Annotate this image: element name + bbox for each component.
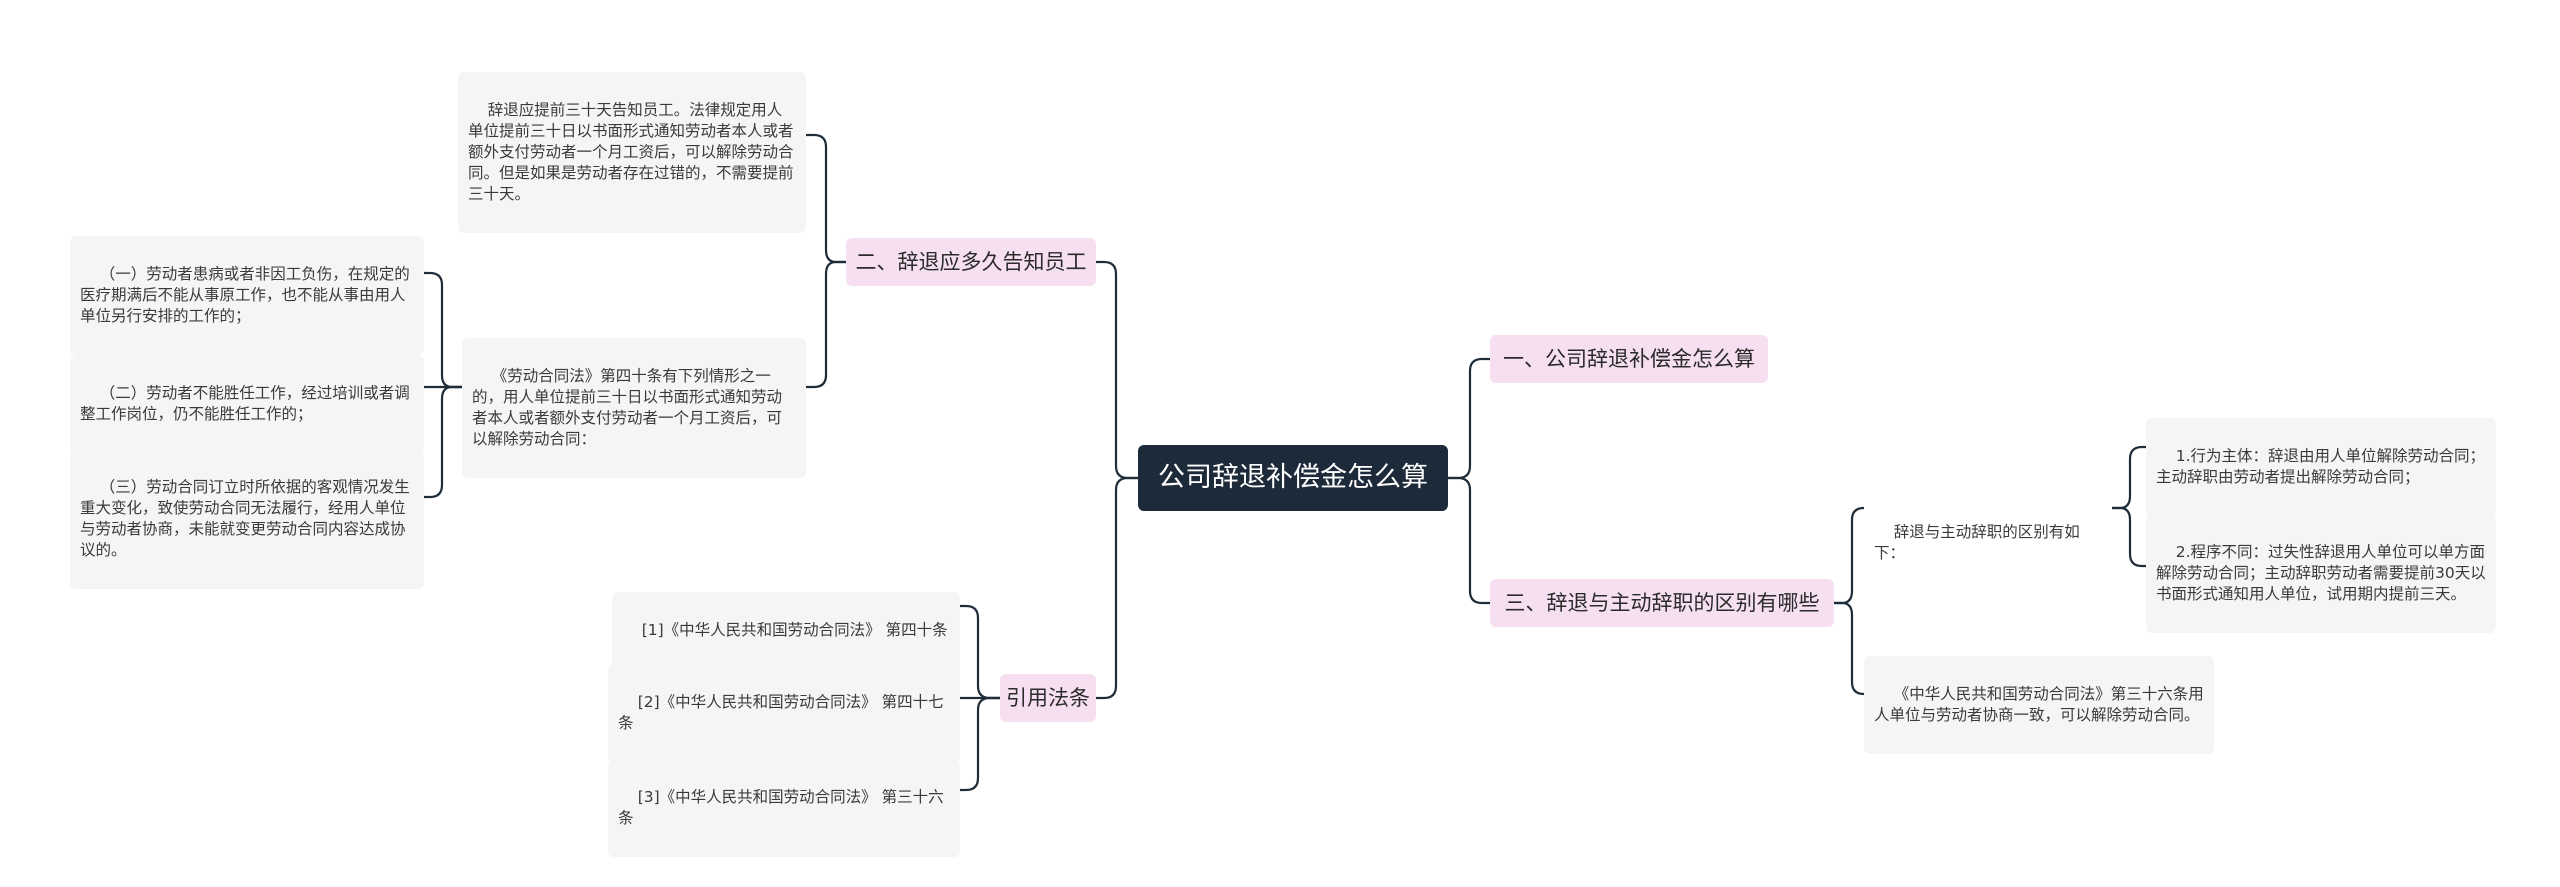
branch-compensation-calc[interactable]: 一、公司辞退补偿金怎么算 [1490,335,1768,383]
edge-article40-case3 [422,385,464,499]
root-topic[interactable]: 公司辞退补偿金怎么算 [1138,445,1448,511]
edge-b4-ref3 [958,696,1002,792]
branch-notice-period[interactable]: 二、辞退应多久告知员工 [846,238,1096,286]
leaf-case-3-text: （三）劳动合同订立时所依据的客观情况发生重大变化，致使劳动合同无法履行，经用人单… [80,478,410,559]
leaf-case-1-text: （一）劳动者患病或者非因工负伤，在规定的医疗期满后不能从事原工作，也不能从事由用… [80,265,410,325]
leaf-difference-intro-text: 辞退与主动辞职的区别有如下： [1874,523,2080,562]
leaf-notice-30-days-text: 辞退应提前三十天告知员工。法律规定用人单位提前三十日以书面形式通知劳动者本人或者… [468,101,794,203]
edge-root-b1 [1446,357,1492,480]
leaf-article40-intro-text: 《劳动合同法》第四十条有下列情形之一的，用人单位提前三十日以书面形式通知劳动者本… [472,367,783,448]
edge-b3-diffintro [1832,506,1866,605]
leaf-case-2-text: （二）劳动者不能胜任工作，经过培训或者调整工作岗位，仍不能胜任工作的； [80,384,410,423]
edge-b3-article36 [1832,601,1866,696]
leaf-article36-text: 《中华人民共和国劳动合同法》第三十六条用人单位与劳动者协商一致，可以解除劳动合同… [1874,685,2204,724]
edge-b4-ref1 [958,604,1002,700]
leaf-case-3[interactable]: （三）劳动合同订立时所依据的客观情况发生重大变化，致使劳动合同无法履行，经用人单… [70,449,424,589]
edge-b2-article40 [804,260,848,389]
leaf-article36[interactable]: 《中华人民共和国劳动合同法》第三十六条用人单位与劳动者协商一致，可以解除劳动合同… [1864,656,2214,754]
edge-diffintro-diff1 [2110,445,2148,510]
leaf-difference-1-text: 1.行为主体：辞退由用人单位解除劳动合同；主动辞职由劳动者提出解除劳动合同； [2156,447,2486,486]
edge-root-b3 [1446,476,1492,605]
leaf-difference-1[interactable]: 1.行为主体：辞退由用人单位解除劳动合同；主动辞职由劳动者提出解除劳动合同； [2146,418,2496,516]
edge-b2-notice [804,133,848,264]
root-topic-label: 公司辞退补偿金怎么算 [1158,462,1428,493]
edge-root-b2 [1094,260,1140,480]
leaf-ref-1[interactable]: [1]《中华人民共和国劳动合同法》 第四十条 [612,592,960,669]
leaf-article40-intro[interactable]: 《劳动合同法》第四十条有下列情形之一的，用人单位提前三十日以书面形式通知劳动者本… [462,338,806,478]
edge-diffintro-diff2 [2110,506,2148,568]
leaf-ref-1-text: [1]《中华人民共和国劳动合同法》 第四十条 [641,621,948,639]
leaf-ref-2[interactable]: [2]《中华人民共和国劳动合同法》 第四十七条 [608,664,960,762]
leaf-case-1[interactable]: （一）劳动者患病或者非因工负伤，在规定的医疗期满后不能从事原工作，也不能从事由用… [70,236,424,355]
leaf-ref-2-text: [2]《中华人民共和国劳动合同法》 第四十七条 [618,693,944,732]
edge-root-b4 [1094,476,1140,700]
branch-cited-laws-label: 引用法条 [1006,686,1090,710]
leaf-difference-intro[interactable]: 辞退与主动辞职的区别有如下： [1864,494,2112,592]
leaf-ref-3[interactable]: [3]《中华人民共和国劳动合同法》 第三十六条 [608,759,960,857]
branch-dismissal-vs-resignation-label: 三、辞退与主动辞职的区别有哪些 [1504,591,1820,615]
branch-dismissal-vs-resignation[interactable]: 三、辞退与主动辞职的区别有哪些 [1490,579,1834,627]
leaf-case-2[interactable]: （二）劳动者不能胜任工作，经过培训或者调整工作岗位，仍不能胜任工作的； [70,355,424,453]
branch-notice-period-label: 二、辞退应多久告知员工 [855,250,1087,274]
branch-compensation-calc-label: 一、公司辞退补偿金怎么算 [1503,347,1755,371]
leaf-ref-3-text: [3]《中华人民共和国劳动合同法》 第三十六条 [618,788,944,827]
leaf-difference-2-text: 2.程序不同：过失性辞退用人单位可以单方面解除劳动合同；主动辞职劳动者需要提前3… [2156,543,2486,603]
branch-cited-laws[interactable]: 引用法条 [1000,674,1096,722]
edge-article40-case1 [422,271,464,389]
leaf-notice-30-days[interactable]: 辞退应提前三十天告知员工。法律规定用人单位提前三十日以书面形式通知劳动者本人或者… [458,72,806,233]
leaf-difference-2[interactable]: 2.程序不同：过失性辞退用人单位可以单方面解除劳动合同；主动辞职劳动者需要提前3… [2146,514,2496,633]
